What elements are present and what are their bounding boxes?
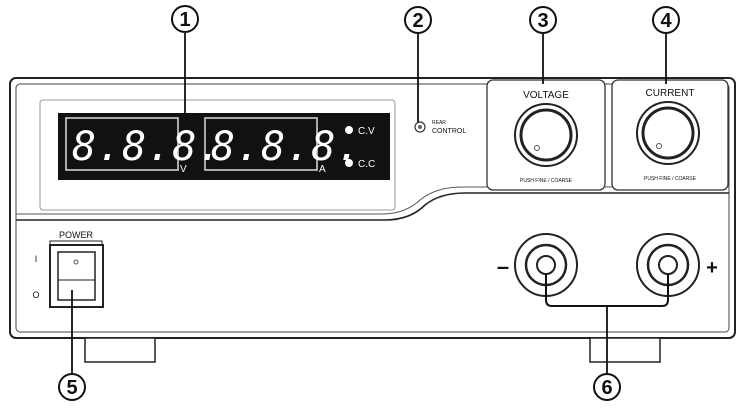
voltage-knob-title: VOLTAGE (523, 90, 569, 101)
negative-terminal-sign: – (497, 254, 509, 279)
upper-panel-divider (16, 192, 729, 221)
positive-terminal-sign: + (706, 257, 718, 279)
callout-3-circle (529, 6, 557, 34)
upper-panel-divider-inner (16, 186, 729, 215)
cc-indicator-led (345, 159, 353, 167)
current-display-frame (204, 117, 318, 171)
callout-4-circle (652, 6, 680, 34)
current-reading: 8.8.8. (211, 124, 362, 170)
power-switch-dot (73, 259, 79, 265)
callout-6: 6 (601, 377, 612, 399)
cc-label: C.C (358, 159, 375, 170)
cv-indicator-led (345, 126, 353, 134)
callout-3: 3 (537, 10, 548, 32)
voltage-knob-marker (534, 145, 540, 151)
callout-6-circle (593, 373, 621, 401)
callout-5: 5 (66, 377, 77, 399)
current-unit: A (319, 164, 326, 175)
display-window (58, 113, 390, 180)
callout-2-circle (404, 6, 432, 34)
current-knob-caption: PUSH FINE / COARSE (644, 176, 697, 182)
rear-control-led (414, 121, 426, 133)
current-knob-marker (656, 143, 662, 149)
chassis-inner-outline (15, 83, 730, 333)
display-bezel (39, 99, 396, 211)
left-foot (84, 337, 156, 363)
power-bracket (49, 240, 103, 246)
positive-terminal-core (658, 255, 678, 275)
callout-1: 1 (179, 9, 190, 31)
rear-control-led-core (418, 125, 422, 129)
voltage-reading: 8.8.8. (72, 124, 223, 170)
voltage-knob-caption: PUSH FINE / COARSE (520, 178, 573, 184)
power-title: POWER (59, 230, 94, 240)
negative-terminal-core (536, 255, 556, 275)
callout-1-circle (171, 5, 199, 33)
callout-4: 4 (660, 10, 672, 32)
right-foot (589, 337, 661, 363)
current-knob[interactable] (641, 106, 695, 160)
voltage-knob[interactable] (519, 108, 573, 162)
voltage-display-frame (65, 117, 179, 171)
callout-5-circle (58, 373, 86, 401)
rear-control-label-top: REAR (432, 120, 446, 126)
power-off-mark: O (32, 290, 39, 300)
power-on-mark: I (35, 254, 38, 264)
current-knob-title: CURRENT (646, 88, 695, 99)
rear-control-label-bottom: CONTROL (432, 128, 466, 135)
voltage-unit: V (180, 164, 187, 175)
cv-label: C.V (358, 126, 375, 137)
power-switch[interactable] (57, 251, 96, 301)
callout-2: 2 (412, 10, 423, 32)
